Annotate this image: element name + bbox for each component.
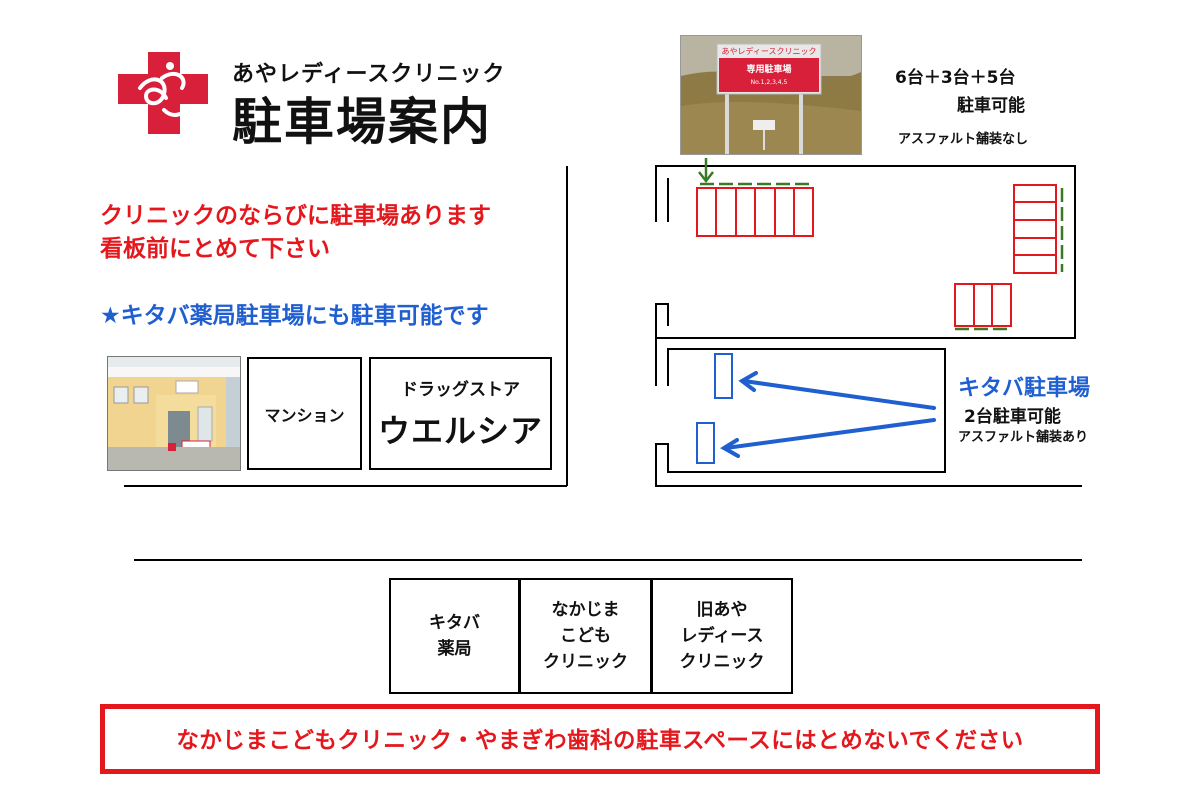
warning-text: なかじまこどもクリニック・やまぎわ歯科の駐車スペースにはとめないでください (176, 728, 1024, 754)
note-line1: クリニックのならびに駐車場あります (100, 203, 491, 229)
kitaba-pharmacy-line2: 薬局 (437, 639, 472, 659)
kitaba-pharmacy-building: キタバ 薬局 (389, 578, 520, 694)
page-title: 駐車場案内 (232, 93, 492, 151)
stalls-right-column (1013, 184, 1057, 274)
former-aya-clinic-building: 旧あや レディース クリニック (651, 578, 793, 694)
sign-title-text: 専用駐車場 (746, 63, 791, 75)
nakajima-line2: こども (560, 626, 611, 646)
clinic-name: あやレディースクリニック (232, 62, 506, 87)
kitaba-pharmacy-line1: キタバ (429, 613, 480, 633)
former-aya-line1: 旧あや (696, 600, 748, 620)
clinic-lot-outline (655, 165, 1076, 339)
logo-cross-icon (118, 52, 208, 134)
stalls-top-row (696, 187, 814, 237)
kitaba-stalls (696, 353, 733, 464)
blue-arrow-icon (720, 371, 936, 458)
parking-sign-photo: あやレディースクリニック 専用駐車場 No.1,2,3,4,5 (680, 35, 862, 155)
green-dashed-markers (700, 182, 1064, 331)
drugstore-building: ドラッグストア ウエルシア (369, 357, 552, 470)
paving-note: アスファルト舗装なし (898, 132, 1029, 147)
kitaba-lot-outline (655, 348, 1082, 487)
mansion-label: マンション (264, 405, 345, 425)
capacity-line2: 駐車可能 (957, 96, 1025, 116)
kitaba-lot-capacity: 2台駐車可能 (964, 407, 1061, 427)
warning-banner: なかじまこどもクリニック・やまぎわ歯科の駐車スペースにはとめないでください (100, 704, 1100, 774)
drugstore-sub-label: ドラッグストア (401, 380, 520, 400)
clinic-building-photo (107, 356, 241, 471)
former-aya-line3: クリニック (679, 652, 765, 672)
stalls-bottom-group (954, 283, 1012, 327)
nakajima-line3: クリニック (543, 652, 628, 672)
mansion-building: マンション (247, 357, 362, 470)
sign-clinic-text: あやレディースクリニック (721, 46, 816, 56)
kitaba-lot-label: キタバ駐車場 (958, 376, 1091, 401)
lot-capacity: 6台＋3台＋5台 駐車可能 (895, 64, 1025, 120)
nakajima-line1: なかじま (551, 600, 620, 620)
former-aya-line2: レディース (680, 626, 764, 646)
nakajima-clinic-building: なかじま こども クリニック (519, 578, 652, 694)
sign-numbers-text: No.1,2,3,4,5 (751, 79, 788, 86)
note-line3: ★キタバ薬局駐車場にも駐車可能です (100, 303, 489, 329)
drugstore-name: ウエルシア (377, 412, 543, 450)
capacity-line1: 6台＋3台＋5台 (895, 68, 1016, 88)
kitaba-lot-paving: アスファルト舗装あり (958, 430, 1089, 445)
note-line2: 看板前にとめて下さい (100, 236, 330, 262)
green-arrow-icon (698, 158, 714, 184)
